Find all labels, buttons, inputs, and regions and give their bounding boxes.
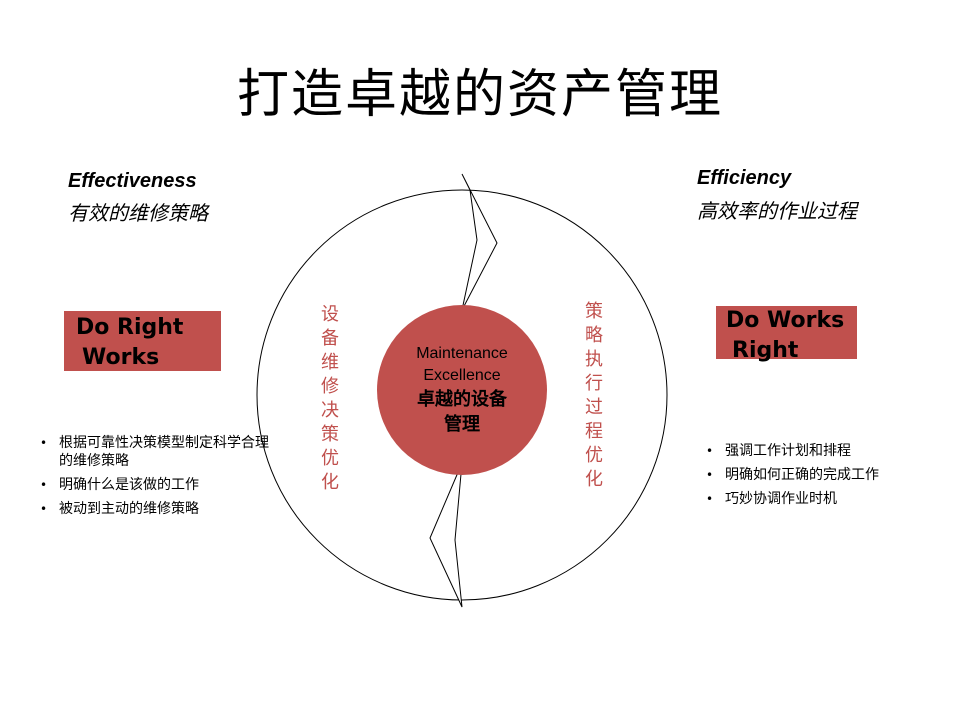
- vertical-char: 决: [321, 400, 339, 421]
- outer-cycle-circle: [256, 189, 668, 601]
- vertical-char: 行: [585, 373, 603, 394]
- lower-cycle-arrow: [429, 462, 463, 608]
- vertical-char: 执: [585, 349, 603, 370]
- vertical-char: 设: [321, 304, 339, 325]
- list-item: 巧妙协调作业时机: [704, 490, 934, 508]
- vertical-char: 程: [585, 421, 603, 442]
- efficiency-heading: Efficiency: [697, 167, 792, 189]
- center-label: Maintenance Excellence 卓越的设备 管理: [380, 343, 544, 437]
- vertical-char: 策: [585, 301, 603, 322]
- effectiveness-bullet-list: 根据可靠性决策模型制定科学合理的维修策略 明确什么是该做的工作 被动到主动的维修…: [38, 434, 278, 524]
- effectiveness-subheading: 有效的维修策略: [68, 201, 208, 225]
- efficiency-subheading: 高效率的作业过程: [697, 199, 857, 223]
- vertical-char: 修: [321, 376, 339, 397]
- center-en-line1: Maintenance: [416, 345, 508, 362]
- center-zh-line2: 管理: [444, 414, 480, 435]
- vertical-char: 策: [321, 424, 339, 445]
- vertical-char: 过: [585, 397, 603, 418]
- vertical-char: 优: [585, 445, 603, 466]
- list-item: 根据可靠性决策模型制定科学合理的维修策略: [38, 434, 278, 470]
- center-circle: [377, 305, 547, 475]
- center-en-line2: Excellence: [423, 367, 501, 384]
- effectiveness-heading: Effectiveness: [68, 170, 197, 192]
- list-item: 被动到主动的维修策略: [38, 500, 278, 518]
- list-item: 强调工作计划和排程: [704, 442, 934, 460]
- center-zh-line1: 卓越的设备: [417, 389, 507, 410]
- vertical-char: 备: [321, 328, 339, 349]
- vertical-char: 略: [585, 325, 603, 346]
- do-right-works-box: Do Right Works: [64, 311, 221, 371]
- strategy-execution-optimization-label: 策 略 执 行 过 程 优 化: [582, 300, 606, 492]
- list-item: 明确什么是该做的工作: [38, 476, 278, 494]
- do-works-right-box: Do Works Right: [716, 306, 857, 363]
- vertical-char: 优: [321, 448, 339, 469]
- box-left-line2: Works: [82, 345, 160, 370]
- vertical-char: 维: [321, 352, 339, 373]
- efficiency-bullet-list: 强调工作计划和排程 明确如何正确的完成工作 巧妙协调作业时机: [704, 442, 934, 514]
- box-right-line2: Right: [732, 338, 799, 363]
- vertical-char: 化: [321, 472, 339, 493]
- list-item: 明确如何正确的完成工作: [704, 466, 934, 484]
- vertical-char: 化: [585, 469, 603, 490]
- box-left-line1: Do Right: [76, 315, 184, 340]
- page-title: 打造卓越的资产管理: [236, 65, 723, 125]
- box-right-line1: Do Works: [726, 308, 845, 333]
- upper-cycle-arrow: [461, 173, 498, 311]
- equipment-strategy-optimization-label: 设 备 维 修 决 策 优 化: [318, 303, 342, 495]
